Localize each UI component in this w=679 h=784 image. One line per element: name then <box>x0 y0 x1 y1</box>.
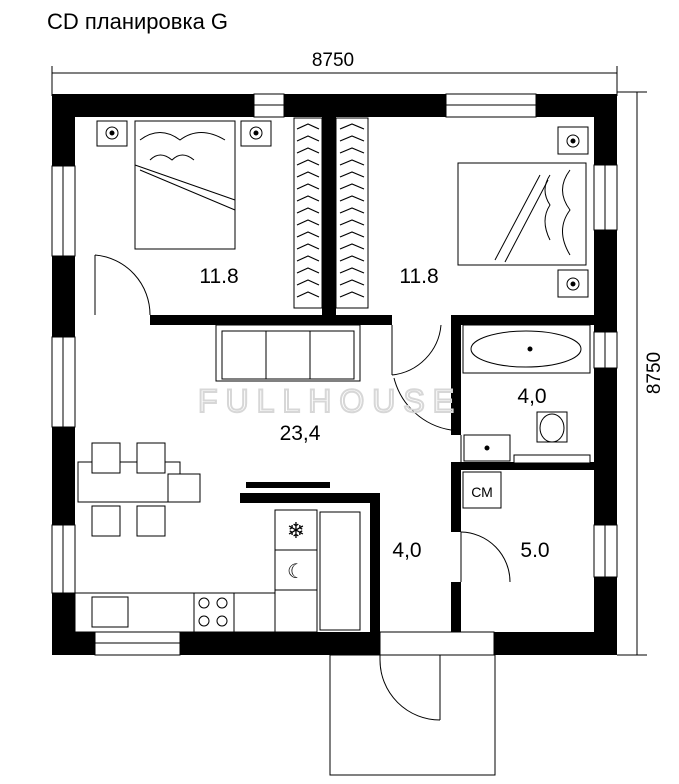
sofa <box>215 324 361 382</box>
snowflake-icon: ❄ <box>287 518 305 543</box>
dimension-top <box>51 66 618 96</box>
room-area-hall: 4,0 <box>392 539 421 562</box>
kitchen-counter <box>74 509 318 633</box>
wardrobe-hall <box>319 511 361 631</box>
watermark: FULLHOUSE <box>198 383 462 419</box>
bed-right <box>457 126 589 298</box>
wardrobe-left <box>293 117 323 309</box>
room-area-storage: 5.0 <box>520 539 549 562</box>
dimension-right <box>617 91 647 656</box>
dimension-height-label: 8750 <box>644 352 665 394</box>
dining-table <box>77 442 201 537</box>
washing-machine-label: СМ <box>471 484 493 500</box>
bed-left <box>96 120 272 250</box>
bathtub <box>462 324 591 374</box>
plan-title: CD планировка G <box>47 9 229 34</box>
room-area-bedroom-left: 11.8 <box>199 265 238 288</box>
washing-machine <box>462 471 502 509</box>
toilet <box>513 411 591 464</box>
dimension-width-label: 8750 <box>312 50 354 71</box>
room-area-bathroom: 4,0 <box>517 385 546 408</box>
room-area-living: 23,4 <box>280 422 321 445</box>
sink <box>463 434 511 462</box>
fire-icon: ☾ <box>287 561 305 583</box>
interior-walls <box>150 117 594 632</box>
room-area-bedroom-right: 11.8 <box>399 265 438 288</box>
doors <box>94 254 511 776</box>
